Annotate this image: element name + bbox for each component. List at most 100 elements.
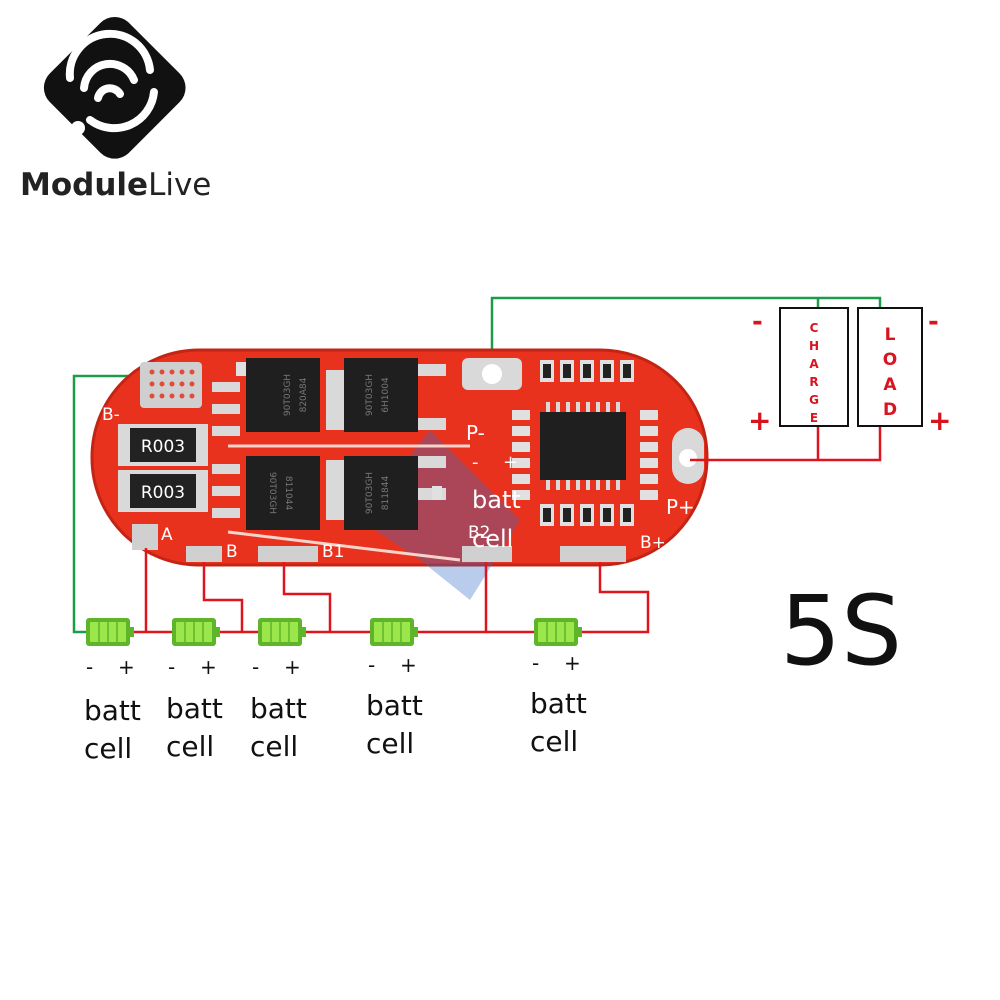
cell-line1: batt [84,694,141,727]
cell-label-4: - + batt cell [366,653,423,760]
load-letter: D [883,400,897,420]
pin-label-p-minus: P- [466,421,485,445]
cell-minus: - [86,655,93,679]
pin-label-b-minus: B- [102,405,120,425]
smd-components [236,360,658,526]
mosfet-label: 811844 [381,476,391,511]
board-batt-overlay: - + batt cell [472,452,521,553]
pin-label-b: B [226,542,238,562]
pad-p-plus-hole [679,449,697,467]
load-letter: L [885,325,896,345]
overlay-line1: batt [472,486,521,514]
red-wires [134,424,882,634]
mosfet-label: 811044 [283,476,293,511]
ic-chip [540,412,626,480]
battery-icon [370,618,418,646]
cell-minus: - [368,653,375,677]
mosfet-array: 90T03GH 820A84 90T03GH 6H1004 90T03GH 81… [212,358,446,530]
load-letter: A [883,375,897,395]
pin-label-p-plus: P+ [666,495,695,519]
load-letter: O [883,350,897,370]
mosfet [344,358,418,432]
overlay-line2: cell [472,525,513,553]
mosfet-label: 90T03GH [365,374,375,416]
resistor-label: R003 [141,437,185,457]
pad-dots [149,369,195,399]
silkscreen-lines [227,444,470,562]
cell-minus: - [532,651,539,675]
cell-line1: batt [530,687,587,720]
brand-name-bold: Module [20,167,148,203]
pad-b [186,546,222,562]
charge-minus: - [752,307,763,337]
wire-pminus-to-charge [490,296,882,362]
resistor-1: R003 [118,424,208,466]
logo-dot-icon [71,121,85,135]
pad-p-minus-hole [482,364,502,384]
pad-b-plus [560,546,626,562]
cell-line1: batt [366,689,423,722]
mosfet-label: 90T03GH [283,374,293,416]
charge-letter: G [809,393,819,407]
cell-labels: - + batt cell - + batt cell - + batt cel… [84,651,587,765]
pin-labels: B- A B B1 B2 B+ P- P+ [102,405,695,562]
load-minus: - [928,307,939,337]
pad-b2 [462,546,512,562]
charge-plus: + [748,404,771,437]
cell-label-5: - + batt cell [530,651,587,758]
load-plus: + [928,404,951,437]
cell-label-1: - + batt cell [84,655,141,765]
pad-b1 [258,546,318,562]
overlay-minus: - [472,452,479,473]
cell-plus: + [400,653,417,677]
resistor-label: R003 [141,483,185,503]
cell-line2: cell [166,730,214,763]
pcb-board: R003 R003 90T03GH 820A84 90T03GH 6H1004 … [90,348,709,600]
pin-label-b1: B1 [322,542,344,562]
battery-icon [86,618,134,646]
cell-label-3: - + batt cell [250,655,307,763]
cell-minus: - [168,655,175,679]
cell-plus: + [118,655,135,679]
cell-line1: batt [166,692,223,725]
battery-icon [258,618,306,646]
cell-line2: cell [84,732,132,765]
diagram-title: 5S [780,575,902,687]
charge-letter: E [810,411,818,425]
cell-line2: cell [366,727,414,760]
charge-letter: H [809,339,819,353]
battery-icon [172,618,220,646]
battery-icons [86,618,582,646]
cell-minus: - [252,655,259,679]
bottom-pads [132,524,626,562]
mosfet [344,456,418,530]
logo-mark-icon [65,29,158,133]
pad-a [132,524,158,550]
wire-bminus-to-cell1 [72,374,138,634]
charge-letter: A [809,357,819,371]
charge-letter: C [810,321,819,335]
cell-line2: cell [250,730,298,763]
mosfet-label: 90T03GH [365,472,375,514]
mosfet-label: 90T03GH [267,472,277,514]
load-box: L O A D - + [857,307,951,437]
wire-b1 [282,562,332,632]
wire-b-plus [582,562,650,634]
mosfet-label: 820A84 [299,377,309,412]
cell-plus: + [200,655,217,679]
overlay-plus: + [503,452,518,473]
cell-line1: batt [250,692,307,725]
cell-label-2: - + batt cell [166,655,223,763]
cell-line2: cell [530,725,578,758]
pin-label-a: A [161,525,173,545]
mosfet-label: 6H1004 [381,377,391,413]
cell-plus: + [564,651,581,675]
cell-plus: + [284,655,301,679]
mosfet [246,456,320,530]
wire-b [202,562,244,632]
charge-letter: R [809,375,818,389]
brand-name: ModuleLive [20,167,211,203]
brand-logo: ModuleLive [20,16,211,203]
green-wires [72,296,882,634]
